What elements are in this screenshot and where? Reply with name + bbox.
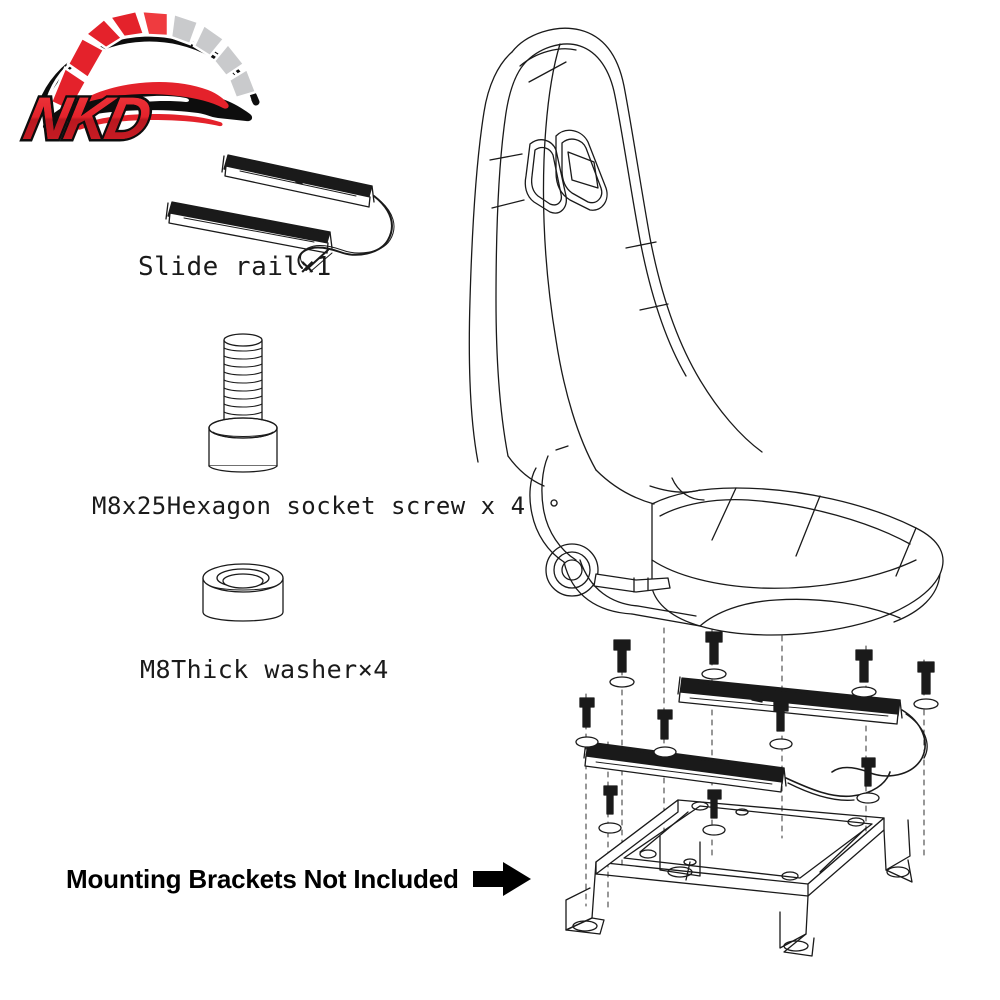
lower-slide-rail [583, 740, 891, 801]
svg-text:NKD: NKD [19, 85, 156, 146]
mounting-bracket-frame [565, 799, 913, 957]
racing-seat-illustration [468, 27, 944, 636]
speedometer-car-logo: NKD NKD [18, 9, 260, 146]
speedometer-arc [36, 9, 260, 114]
thick-washer-illustration [202, 563, 284, 622]
part-label-slide-rail: Slide rail×1 [138, 252, 332, 282]
brand-logo: NKD NKD [18, 6, 278, 146]
assembly-guide-lines [585, 627, 925, 913]
hex-socket-screw-illustration [208, 333, 278, 473]
car-silhouette [42, 82, 253, 130]
brand-wordmark: NKD NKD [18, 82, 159, 146]
part-label-thick-washer: M8Thick washer×4 [140, 655, 389, 684]
part-label-hex-socket-screw: M8x25Hexagon socket screw x 4 [92, 492, 526, 520]
svg-text:NKD: NKD [19, 85, 156, 146]
upper-slide-rail [677, 676, 928, 777]
notice-text: Mounting Brackets Not Included [66, 863, 459, 894]
mounting-bracket-notice: Mounting Brackets Not Included [66, 862, 531, 896]
right-arrow-icon [472, 862, 531, 896]
bolt-and-washer-set [575, 631, 939, 836]
